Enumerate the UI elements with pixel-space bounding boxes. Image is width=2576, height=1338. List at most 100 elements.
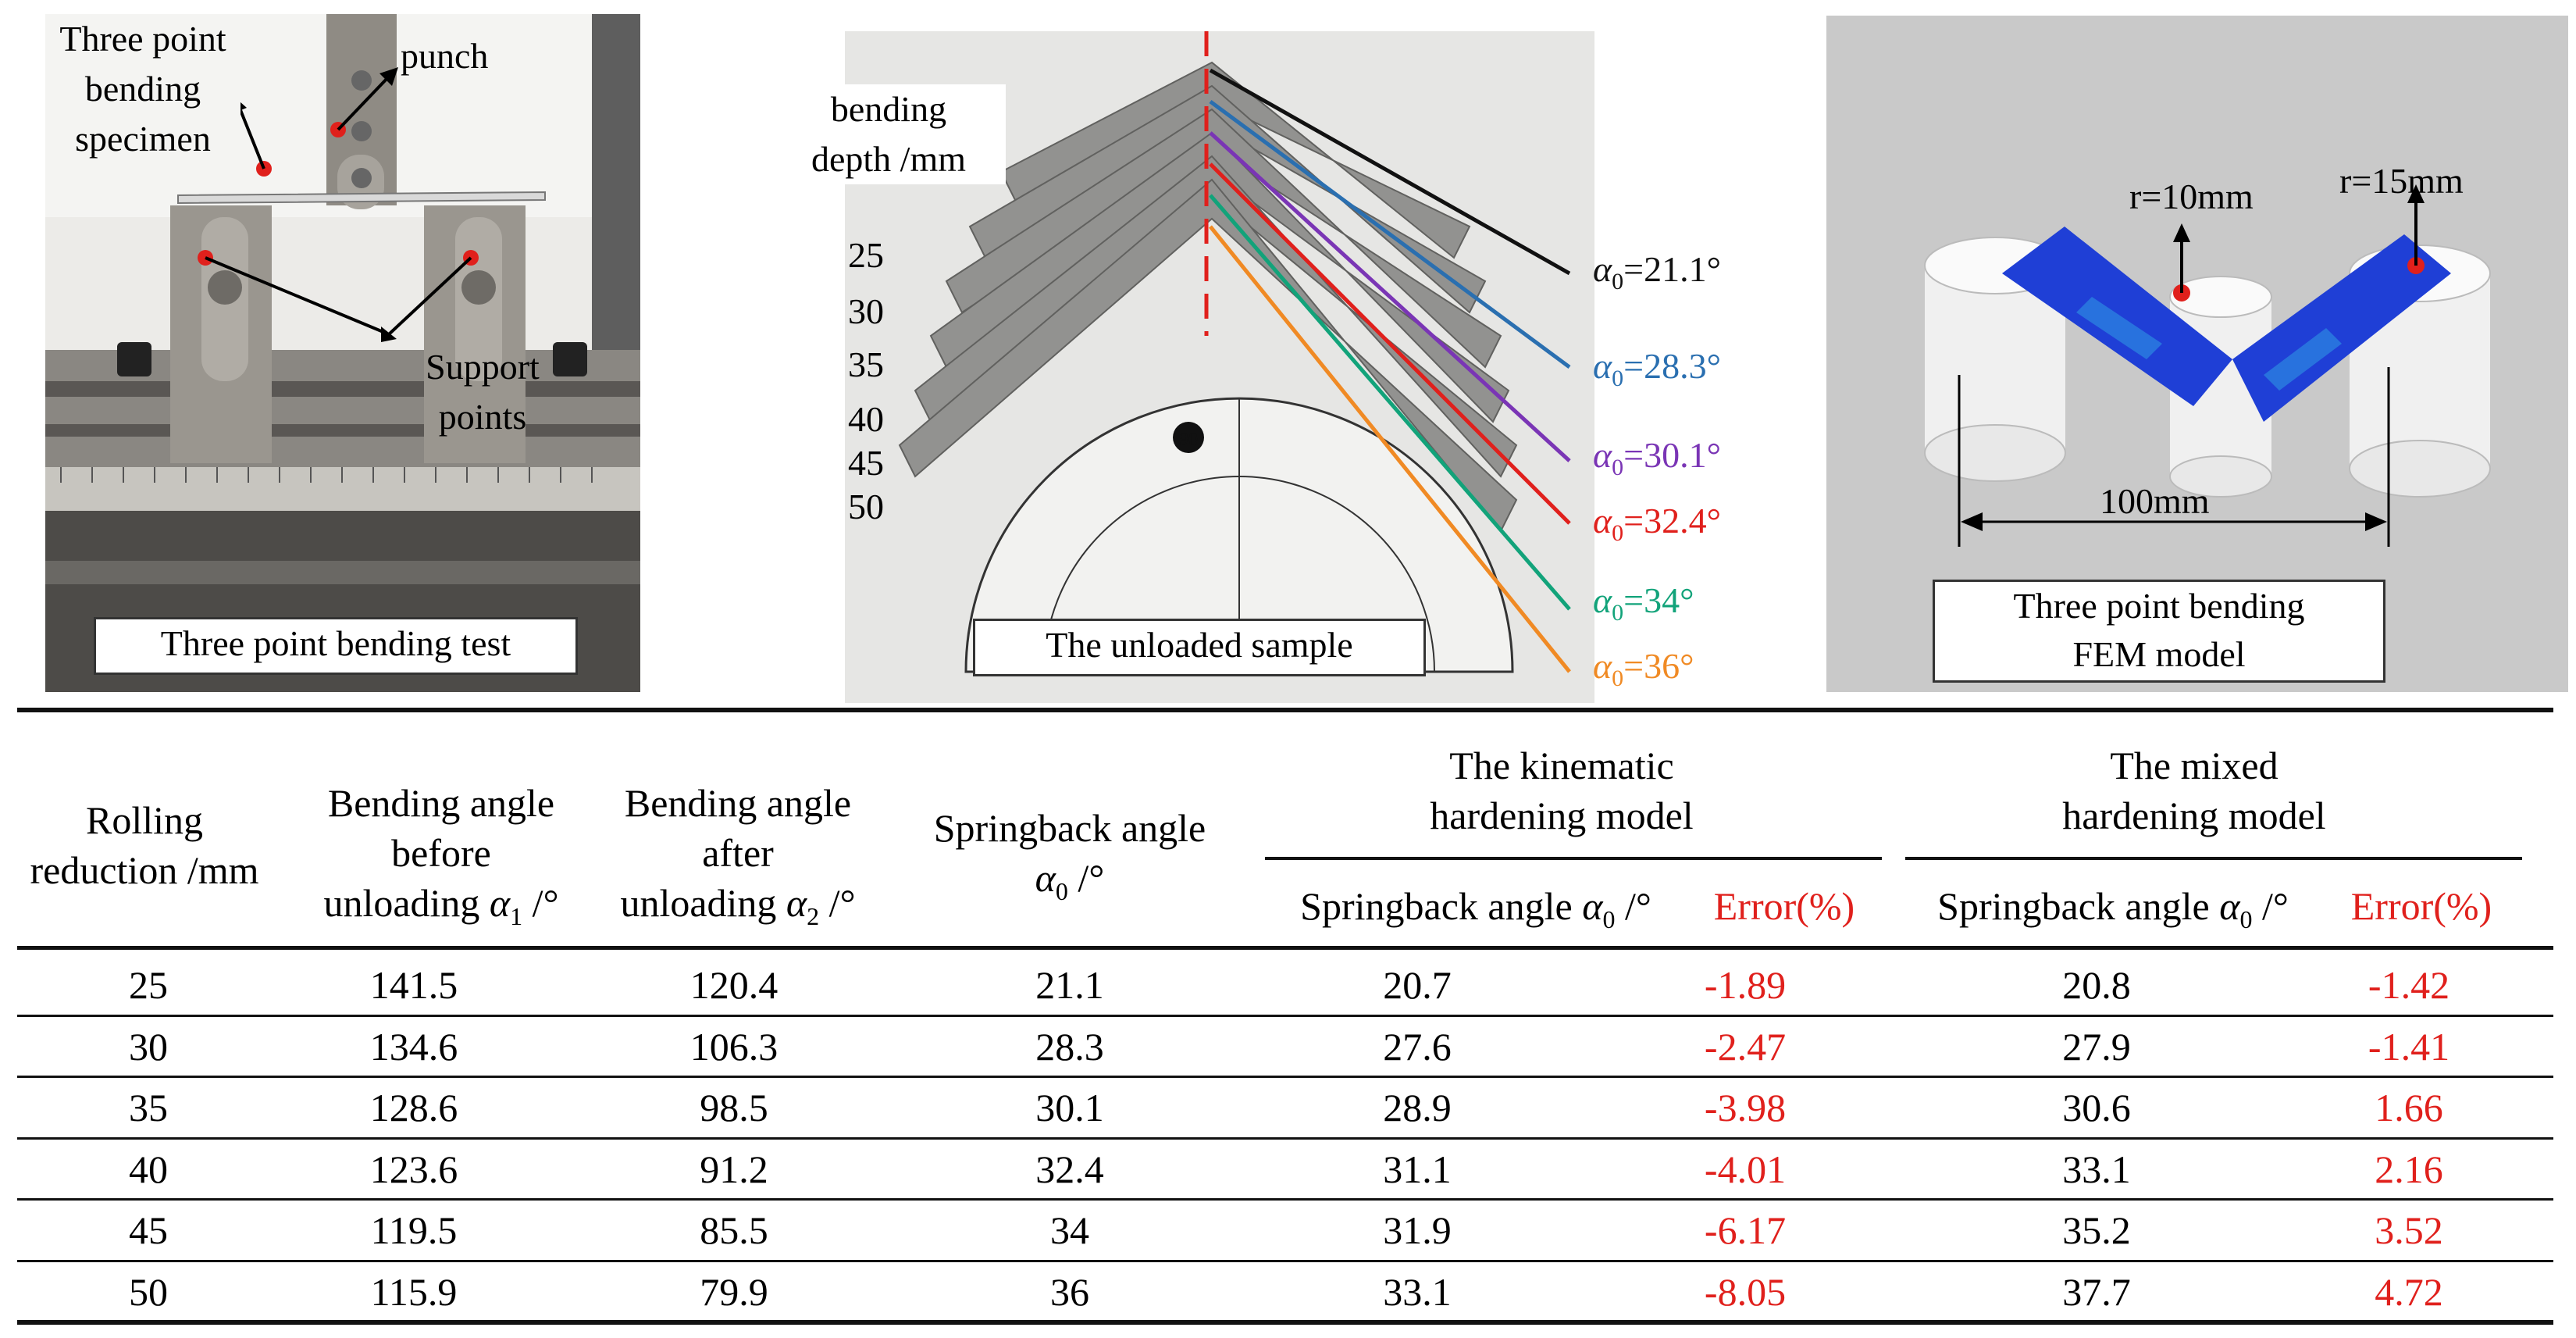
angle-line-4 <box>1209 162 1571 525</box>
cell-before: 134.6 <box>369 1024 458 1069</box>
depth-25: 25 <box>848 235 884 275</box>
cell-kin-springback: 33.1 <box>1383 1269 1452 1314</box>
row-divider <box>17 1259 2553 1262</box>
angle-label-1: α0=21.1° <box>1593 249 1721 295</box>
angle-line-1 <box>1209 68 1571 276</box>
cell-before: 115.9 <box>370 1269 458 1314</box>
punch-label: punch <box>401 36 489 76</box>
header-mixed-model: The mixed hardening model <box>2062 744 2326 837</box>
angle-label-2: α0=28.3° <box>1593 346 1721 392</box>
support-points-label: Support points <box>426 347 540 437</box>
cell-springback: 21.1 <box>1035 963 1104 1007</box>
cell-springback: 28.3 <box>1035 1024 1104 1069</box>
cell-before: 141.5 <box>369 963 458 1007</box>
cell-kin-springback: 27.6 <box>1383 1024 1452 1069</box>
radius-15-label: r=15mm <box>2339 161 2464 201</box>
cell-after: 106.3 <box>689 1024 779 1069</box>
angle-line-2 <box>1209 99 1571 369</box>
angle-label-3: α0=30.1° <box>1593 435 1721 481</box>
cell-after: 98.5 <box>700 1086 768 1129</box>
cell-kin-springback: 31.9 <box>1383 1208 1452 1252</box>
cell-kin-springback: 20.7 <box>1383 963 1452 1007</box>
cell-rolling: 25 <box>129 963 168 1007</box>
caption-fem-model: Three point bending FEM model <box>1933 580 2385 683</box>
cell-kin-springback: 28.9 <box>1383 1086 1452 1129</box>
cell-kin-error: -2.47 <box>1704 1024 1787 1069</box>
cell-kin-springback: 31.1 <box>1383 1147 1452 1191</box>
protractor-90-label: 90 <box>1179 430 1198 450</box>
depth-50: 50 <box>848 487 884 526</box>
row-divider <box>17 1136 2553 1140</box>
depth-30: 30 <box>848 291 884 331</box>
cell-mix-error: 2.16 <box>2375 1147 2443 1191</box>
cell-mix-springback: 35.2 <box>2062 1208 2131 1252</box>
angle-line-6 <box>1209 225 1571 673</box>
angle-line-3 <box>1209 131 1571 462</box>
specimen-label: Three point bending specimen <box>45 14 240 164</box>
caption-unloaded-sample: The unloaded sample <box>973 619 1426 676</box>
cell-after: 85.5 <box>700 1208 768 1252</box>
fem-model-render: r=10mm r=15mm 100mm Three point bending … <box>1826 16 2568 692</box>
cell-springback: 32.4 <box>1035 1147 1104 1191</box>
test-rig-illustration <box>45 14 640 692</box>
cell-mix-error: -1.41 <box>2368 1024 2450 1069</box>
cell-after: 79.9 <box>700 1269 768 1314</box>
cell-kin-error: -4.01 <box>1704 1147 1787 1191</box>
cell-mix-error: 1.66 <box>2375 1086 2443 1129</box>
springback-angle-lines <box>1209 68 1571 673</box>
angle-label-5: α0=34° <box>1593 580 1694 626</box>
subheader-kinematic-error: Error(%) <box>1713 884 1855 928</box>
cell-rolling: 35 <box>129 1086 168 1129</box>
angle-label-4: α0=32.4° <box>1593 501 1721 547</box>
cell-rolling: 50 <box>129 1269 168 1314</box>
depth-40: 40 <box>848 399 884 439</box>
radius-10-label: r=10mm <box>2129 177 2254 216</box>
row-divider <box>17 1198 2553 1201</box>
cell-mix-springback: 27.9 <box>2062 1024 2131 1069</box>
cell-before: 119.5 <box>370 1208 458 1252</box>
row-divider <box>17 1014 2553 1017</box>
subheader-mixed-springback: Springback angle α0 /° <box>1937 884 2289 933</box>
header-bending-after: Bending angle after unloading α2 /° <box>620 781 856 930</box>
angle-line-5 <box>1209 194 1571 611</box>
cell-mix-springback: 30.6 <box>2062 1086 2131 1129</box>
bending-depth-label: bending depth /mm <box>771 84 1006 184</box>
header-bending-before: Bending angle before unloading α1 /° <box>323 781 559 930</box>
caption-bending-test: Three point bending test <box>94 617 578 675</box>
cell-rolling: 45 <box>129 1208 168 1252</box>
depth-35: 35 <box>848 344 884 384</box>
cell-mix-error: -1.42 <box>2368 963 2450 1007</box>
header-springback: Springback angle α0 /° <box>933 806 1206 905</box>
header-kinematic-model: The kinematic hardening model <box>1430 744 1694 837</box>
cell-rolling: 40 <box>129 1147 168 1191</box>
subheader-mixed-error: Error(%) <box>2350 884 2492 928</box>
bending-test-photo: Three point bending specimen punch Suppo… <box>45 14 640 692</box>
cell-after: 120.4 <box>689 963 779 1007</box>
cell-springback: 30.1 <box>1035 1086 1104 1129</box>
header-rolling-reduction: Rolling reduction /mm <box>30 798 259 892</box>
cell-mix-error: 3.52 <box>2375 1208 2443 1252</box>
cell-springback: 36 <box>1050 1269 1089 1314</box>
kinematic-underline <box>1265 857 1882 860</box>
cell-mix-error: 4.72 <box>2375 1269 2443 1314</box>
subheader-kinematic-springback: Springback angle α0 /° <box>1300 884 1651 933</box>
cell-rolling: 30 <box>129 1024 168 1069</box>
cell-kin-error: -8.05 <box>1704 1269 1787 1314</box>
cell-mix-springback: 37.7 <box>2062 1269 2131 1314</box>
cell-springback: 34 <box>1050 1208 1089 1252</box>
cell-kin-error: -6.17 <box>1704 1208 1787 1252</box>
depth-45: 45 <box>848 443 884 483</box>
table-top-rule <box>17 708 2553 712</box>
cell-after: 91.2 <box>700 1147 768 1191</box>
cell-before: 128.6 <box>369 1086 458 1129</box>
fem-illustration <box>1826 16 2568 692</box>
angle-label-6: α0=36° <box>1593 646 1694 692</box>
table-header-rule <box>17 946 2553 950</box>
cell-kin-error: -3.98 <box>1704 1086 1787 1129</box>
cell-mix-springback: 33.1 <box>2062 1147 2131 1191</box>
table-bottom-rule <box>17 1320 2553 1325</box>
cell-kin-error: -1.89 <box>1704 963 1787 1007</box>
cell-before: 123.6 <box>369 1147 458 1191</box>
mixed-underline <box>1905 857 2522 860</box>
row-divider <box>17 1076 2553 1078</box>
